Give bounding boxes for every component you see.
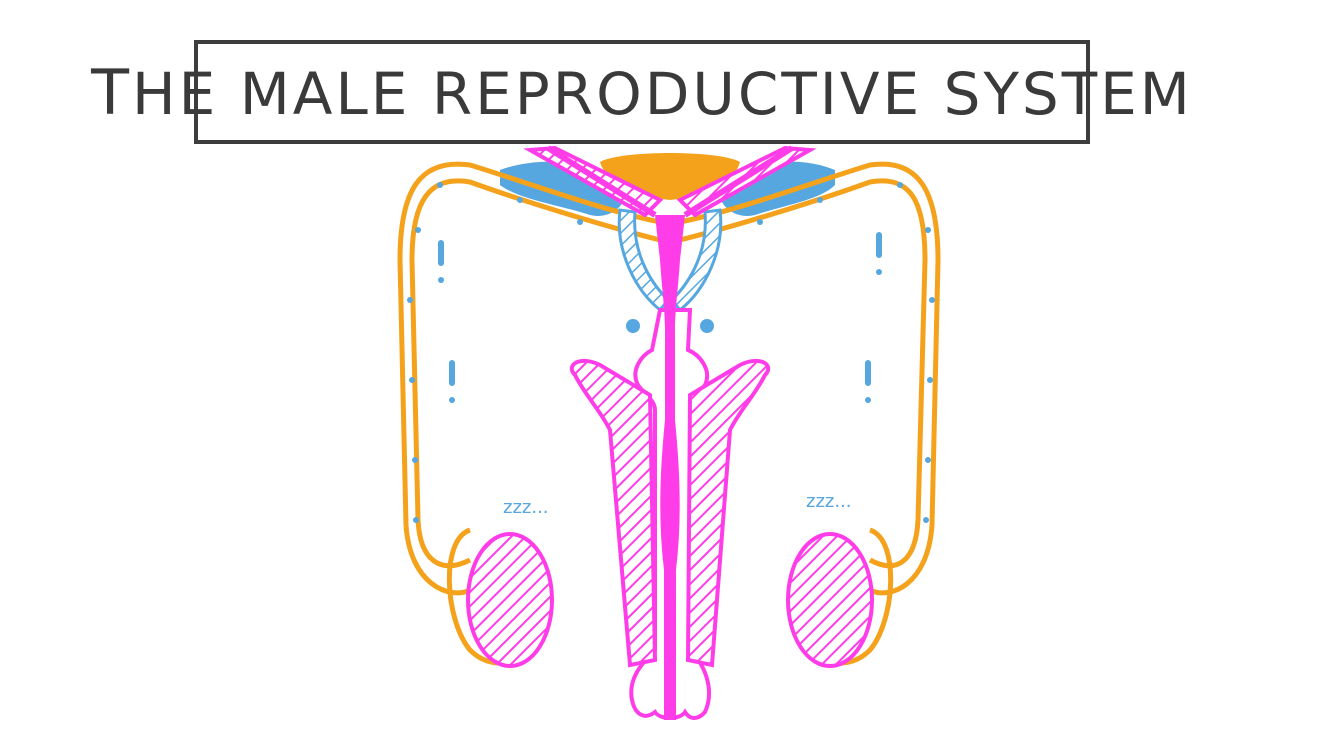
sperm-dots — [407, 182, 935, 523]
right-corpus-cavernosum — [685, 358, 771, 668]
title-box: The Male Reproductive System — [91, 40, 1190, 144]
sleep-label-right: zzz... — [806, 491, 852, 512]
left-bulbourethral-gland — [626, 319, 640, 333]
exclamation-icon — [438, 232, 882, 403]
urethra-icon — [655, 215, 685, 720]
right-upper-line — [683, 145, 794, 218]
right-bulbourethral-gland — [700, 319, 714, 333]
left-upper-line — [546, 145, 657, 218]
left-corpus-cavernosum — [569, 358, 658, 668]
left-testis-icon — [466, 532, 554, 668]
left-vas-deferens-inner — [397, 161, 661, 596]
right-vas-deferens-inner — [679, 161, 941, 596]
right-testis-icon — [786, 532, 874, 668]
sleep-label-left: zzz... — [503, 497, 549, 518]
page-title: The Male Reproductive System — [91, 55, 1193, 129]
